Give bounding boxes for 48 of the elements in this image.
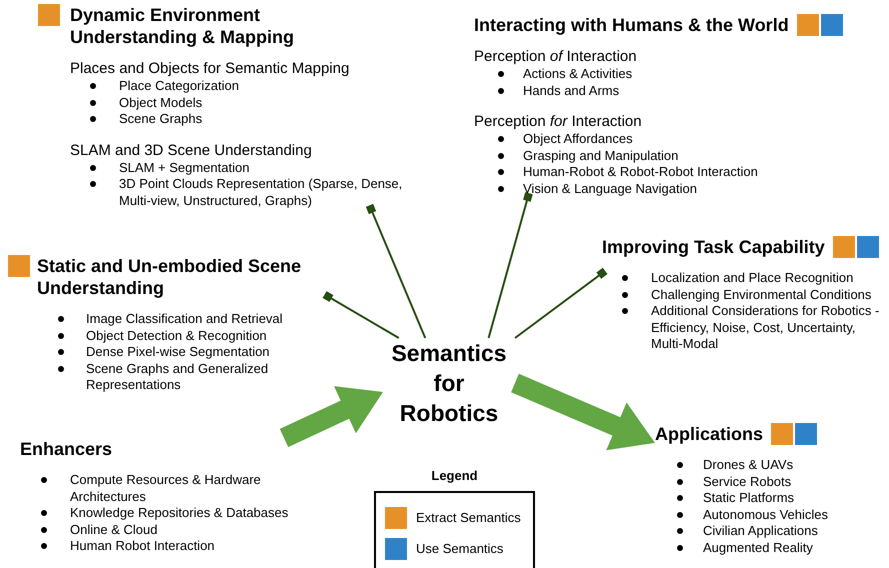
bullet-text: Civilian Applications <box>703 523 819 540</box>
thick-arrow <box>511 374 655 450</box>
bullet-text: Object Models <box>119 94 204 111</box>
bullet-text: Service Robots <box>703 474 792 490</box>
section-heading: Static and Un-embodied Scene Understanding <box>37 255 302 299</box>
bullet-text: Static Platforms <box>703 490 796 506</box>
subsection-heading: Perception for Interaction <box>474 113 643 131</box>
bullet-text: Compute Resources & Hardware Architectures <box>70 472 262 505</box>
bullet-text: 3D Point Clouds Representation (Sparse, Dense, Multi-view, Unstructured, Graphs) <box>119 176 404 209</box>
bullet-text: Augmented Reality <box>703 540 814 556</box>
bullet-text: Knowledge Repositories & Databases <box>70 505 290 522</box>
bullet-text: Grasping and Manipulation <box>523 148 680 164</box>
bullet-text: Human-Robot & Robot-Robot Interaction <box>523 164 759 180</box>
bullet-text: Scene Graphs and Generalized Representations <box>86 360 270 394</box>
section-heading: Dynamic Environment Understanding & Mapping <box>70 4 295 48</box>
section-heading: Improving Task Capability <box>602 236 825 258</box>
bullet-text: Place Categorization <box>119 78 240 94</box>
bullet-text: Localization and Place Recognition <box>651 270 854 286</box>
legend-label: Use Semantics <box>416 540 504 558</box>
bullet-text: Human Robot Interaction <box>70 538 216 554</box>
bullet-text: Autonomous Vehicles <box>703 506 830 523</box>
bullet-text: Actions & Activities <box>523 66 634 82</box>
bullet-text: Object Affordances <box>523 131 634 148</box>
subsection-heading: Perception of Interaction <box>474 48 638 66</box>
legend-label: Extract Semantics <box>416 508 521 527</box>
bullet-text: Scene Graphs <box>119 111 204 128</box>
bullet-text: SLAM + Segmentation <box>119 160 250 176</box>
bullet-text: Image Classification and Retrieval <box>86 311 284 328</box>
thick-arrow <box>280 386 383 448</box>
bullet-text: Drones & UAVs <box>703 457 794 474</box>
section-heading: Enhancers <box>20 438 112 460</box>
connector-line <box>366 204 426 338</box>
connector-line <box>488 192 533 338</box>
bullet-text: Online & Cloud <box>70 522 158 538</box>
bullet-text: Hands and Arms <box>523 82 620 99</box>
connector-line <box>514 268 608 339</box>
subsection-heading: SLAM and 3D Scene Understanding <box>70 142 313 160</box>
bullet-text: Dense Pixel-wise Segmentation <box>86 344 271 360</box>
bullet-text: Object Detection & Recognition <box>86 328 268 344</box>
connector-line <box>322 291 400 339</box>
central-topic: Semantics for Robotics <box>383 338 515 428</box>
bullet-text: Vision & Language Navigation <box>523 180 698 197</box>
bullet-text: Challenging Environmental Conditions <box>651 286 872 303</box>
legend-title: Legend <box>430 467 479 485</box>
section-heading: Applications <box>655 423 764 445</box>
bullet-text: Additional Considerations for Robotics - Efficiency, Noise, Cost, Uncertainty, Multi-Modal <box>651 303 880 352</box>
section-heading: Interacting with Humans & the World <box>474 14 789 36</box>
subsection-heading: Places and Objects for Semantic Mapping <box>70 60 350 78</box>
